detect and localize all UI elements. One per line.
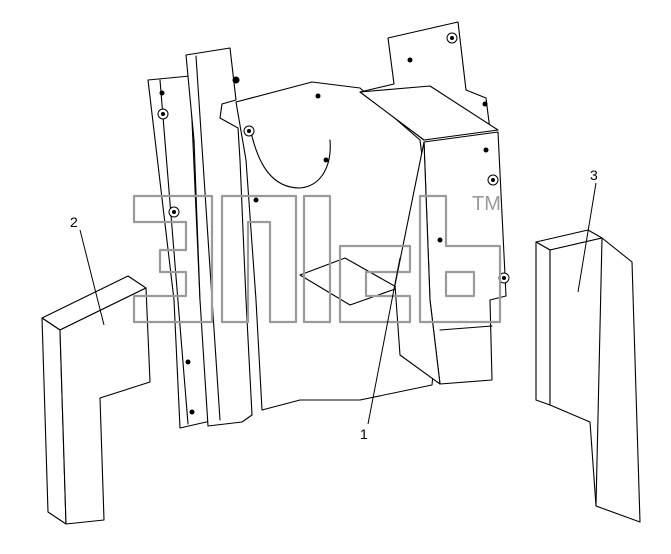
mounting-hole <box>437 237 443 243</box>
callout-3: 3 <box>577 167 598 293</box>
part-1-bracket-assembly <box>147 21 510 429</box>
box-side-face <box>394 141 441 385</box>
watermark-logo: TM <box>132 193 502 324</box>
part-3-edge <box>595 237 603 507</box>
watermark-trademark: TM <box>472 193 501 215</box>
callout-2-leader <box>79 229 105 326</box>
nut-icon <box>243 125 255 137</box>
watermark-letter-i <box>302 194 332 324</box>
watermark-letter-c <box>338 244 412 324</box>
nut-icon <box>157 108 169 120</box>
watermark-letter-b <box>418 194 502 324</box>
part-3-tall-pad <box>535 229 641 523</box>
box-top-face <box>359 85 499 141</box>
callout-2-label: 2 <box>70 214 78 230</box>
left-side-panel-edge <box>159 79 189 425</box>
mounting-hole <box>232 76 240 84</box>
mounting-hole <box>253 197 259 203</box>
box-front-face <box>423 131 507 385</box>
mounting-hole <box>483 147 489 153</box>
callout-1: 1 <box>360 257 401 442</box>
vertical-strip-edge <box>195 55 221 421</box>
mounting-hole <box>159 90 165 96</box>
mounting-hole <box>407 57 413 63</box>
callout-1-leader <box>367 257 401 425</box>
curved-side-plate <box>235 81 441 411</box>
part-2-front-face <box>59 287 151 525</box>
callout-1-label: 1 <box>360 426 368 442</box>
mounting-hole <box>189 409 195 415</box>
mounting-hole <box>315 93 321 99</box>
watermark-letter-p <box>220 194 298 324</box>
nut-icon <box>498 272 510 284</box>
box-front-edge <box>439 325 493 331</box>
nut-icon <box>446 32 458 44</box>
mounting-hole <box>185 359 191 365</box>
nut-icon <box>168 206 180 218</box>
watermark-letter-e <box>132 194 214 324</box>
part-2-l-shaped-pad <box>41 275 151 525</box>
nut-icon <box>487 174 499 186</box>
callout-2: 2 <box>70 214 105 326</box>
mounting-hole <box>482 101 488 107</box>
part-3-side-face <box>535 241 551 406</box>
part-3-front-face <box>549 237 641 523</box>
mounting-hole <box>323 157 329 163</box>
callout-3-leader <box>577 182 597 293</box>
callout-3-label: 3 <box>590 167 598 183</box>
plate-cutout-arc <box>249 127 331 189</box>
